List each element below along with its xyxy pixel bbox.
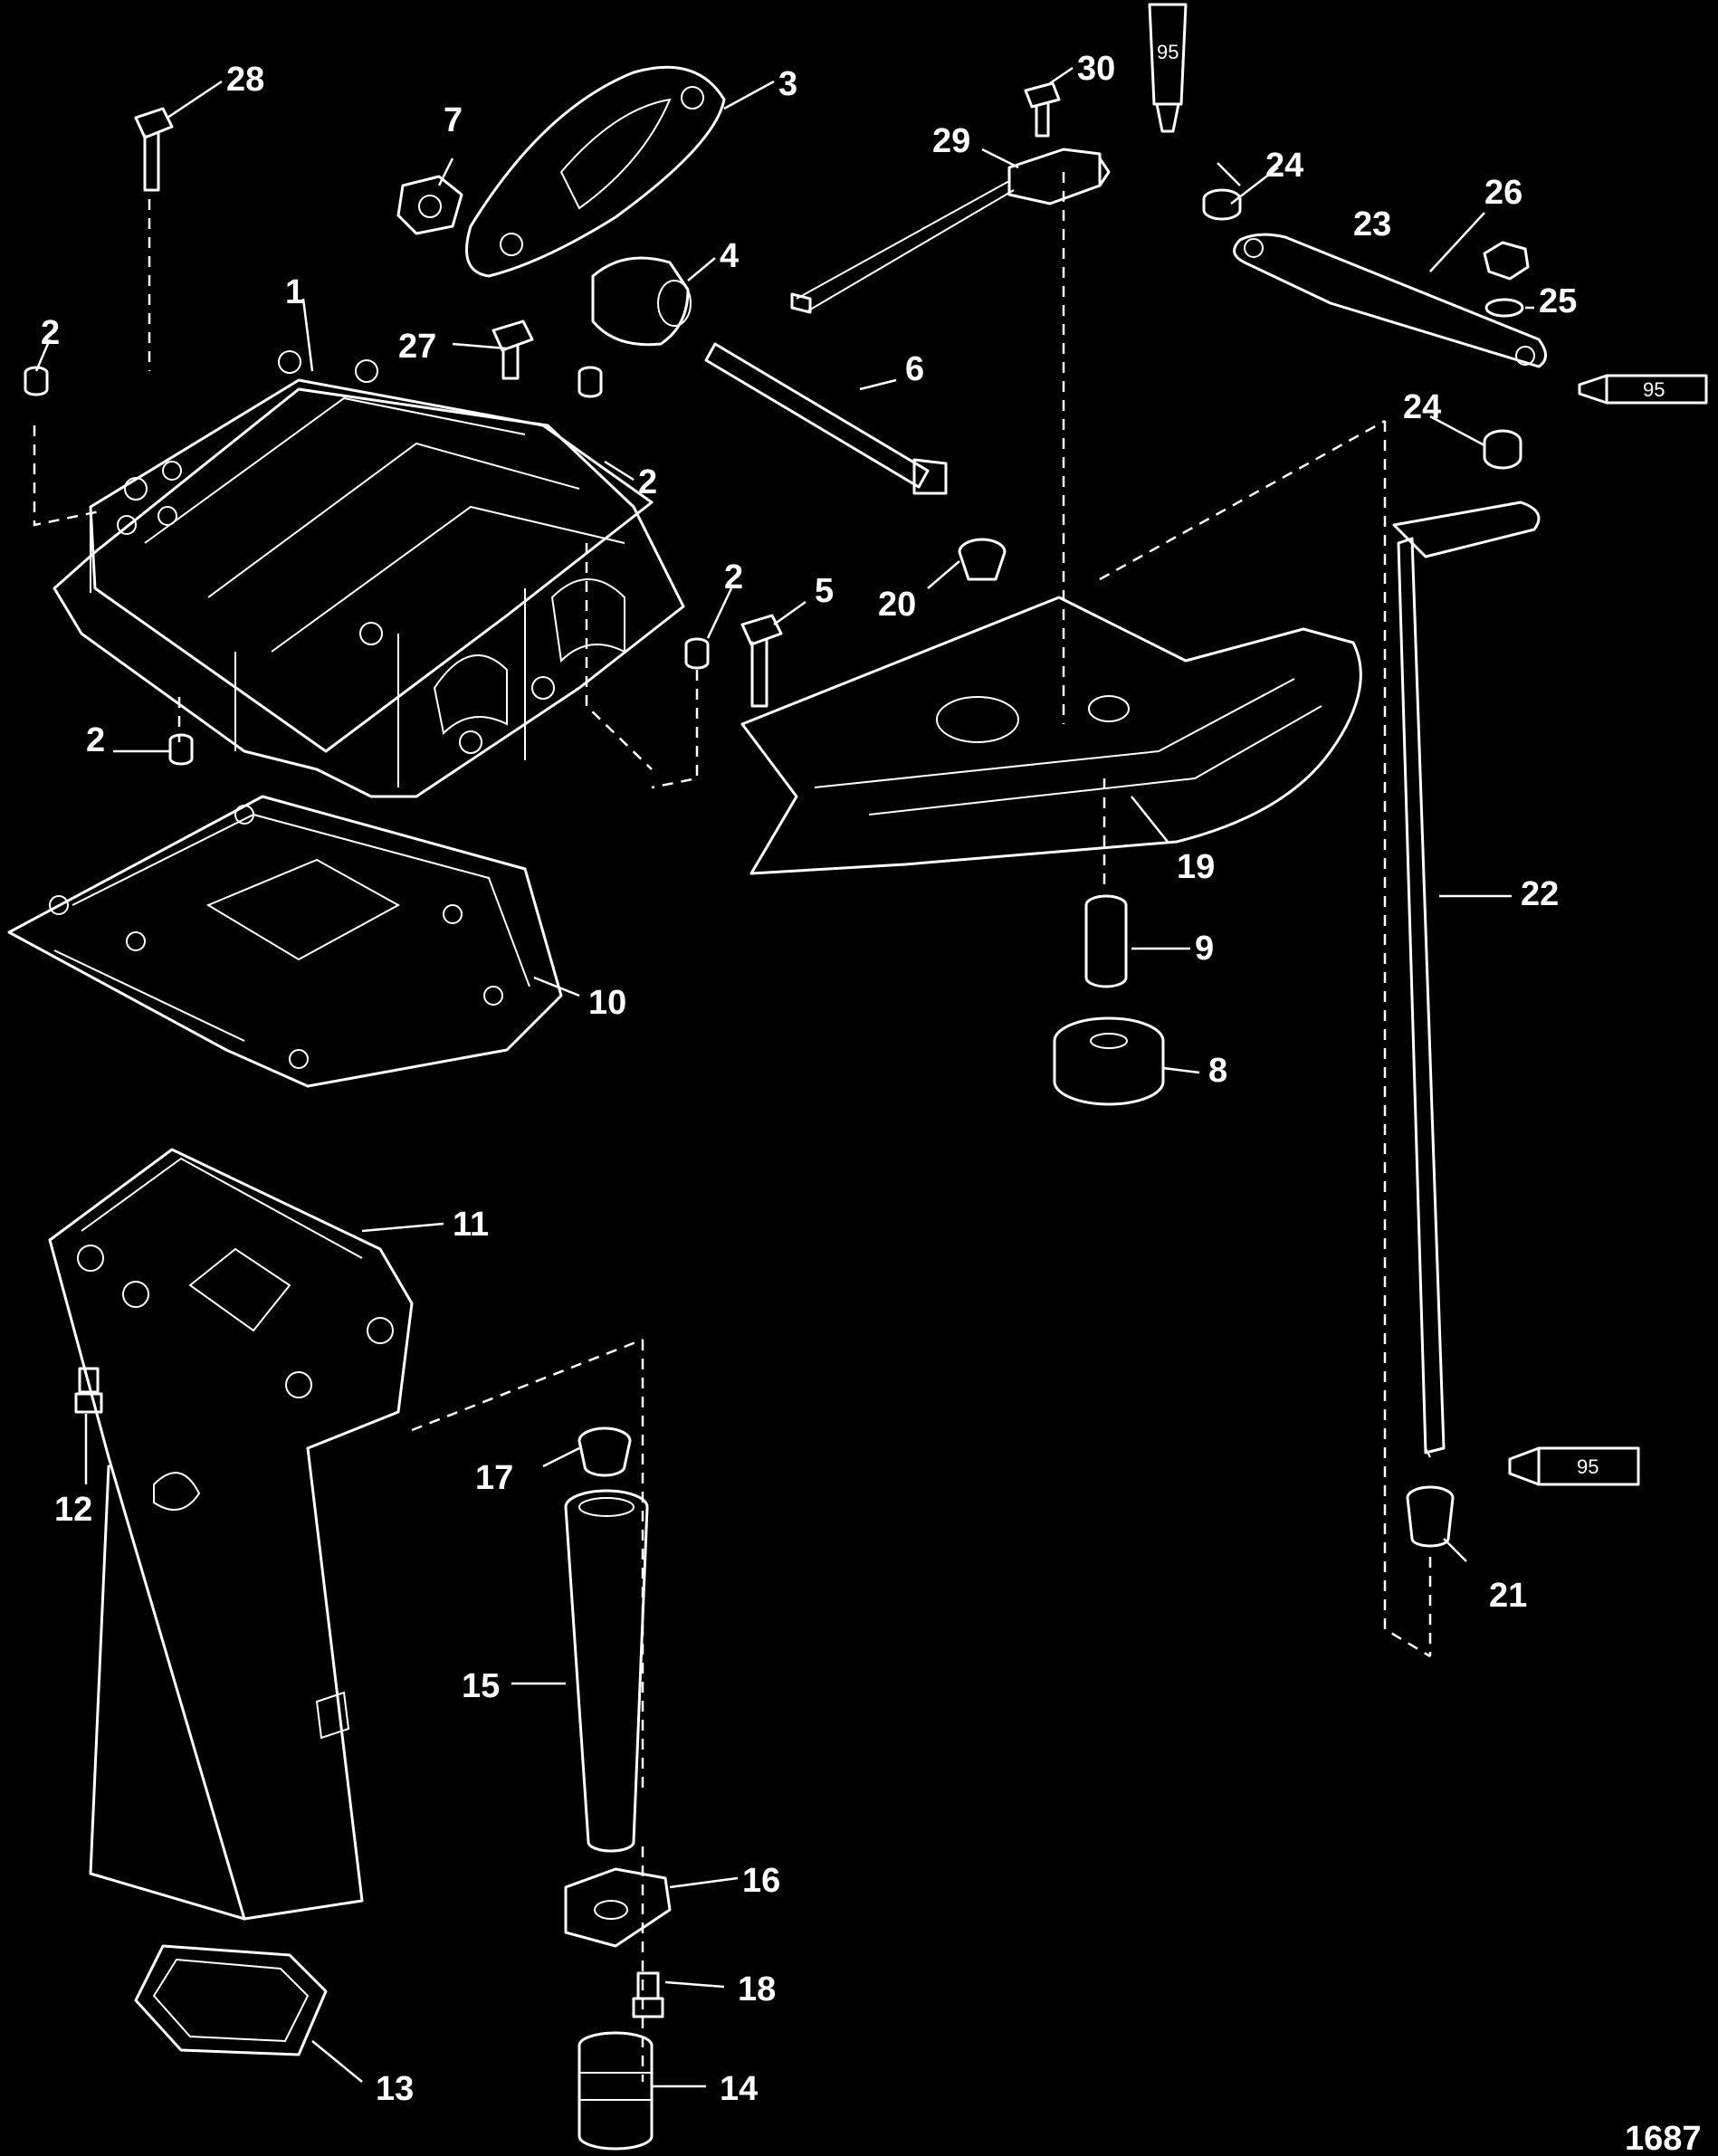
callout-29: 29 [932, 122, 970, 160]
callout-14: 14 [720, 2070, 758, 2108]
sealant-tube-top: 95 [1148, 3, 1188, 133]
nut-part [396, 175, 463, 235]
driveshaft-housing-part [48, 1148, 414, 1921]
callout-21: 21 [1489, 1577, 1527, 1615]
callout-23: 23 [1353, 205, 1391, 243]
gasket-part [7, 795, 563, 1088]
callout-30: 30 [1077, 50, 1115, 88]
callout-3: 3 [778, 65, 797, 103]
callout-7: 7 [444, 101, 463, 139]
switch-assembly-part [790, 148, 1111, 314]
callout-2-left: 2 [41, 314, 60, 352]
callout-13: 13 [376, 2070, 414, 2108]
callout-16: 16 [742, 1862, 780, 1900]
assembly-guide-lines [33, 172, 1432, 2082]
bracket-plate-part [465, 65, 726, 278]
callout-2-mid: 2 [638, 463, 657, 501]
callout-28: 28 [226, 61, 264, 99]
callout-27: 27 [398, 328, 436, 366]
callout-11: 11 [453, 1206, 489, 1244]
callout-17: 17 [475, 1459, 513, 1497]
callout-4: 4 [720, 237, 739, 275]
lower-seal-part [577, 2031, 654, 2151]
shaft-bushing-part [1406, 1485, 1455, 1548]
callout-9: 9 [1195, 930, 1214, 968]
sealant-label-lower: 95 [1577, 1455, 1599, 1478]
callout-18: 18 [738, 1970, 776, 2008]
bushing-part [1084, 894, 1128, 988]
sealant-tube-right: 95 [1578, 374, 1708, 405]
callout-2-lower: 2 [86, 721, 105, 759]
small-nut-part [1483, 241, 1530, 281]
callout-5: 5 [815, 572, 834, 610]
figure-number: 1687 [1625, 2120, 1702, 2156]
callout-20: 20 [878, 586, 916, 624]
bolt-parts [74, 81, 1061, 2018]
callout-25: 25 [1539, 282, 1577, 320]
callout-15: 15 [462, 1667, 500, 1705]
callout-10: 10 [588, 984, 626, 1022]
callout-1: 1 [285, 273, 304, 311]
housing-seal-part [134, 1944, 328, 2056]
callout-leader-lines [34, 66, 1534, 2088]
callout-6: 6 [905, 350, 924, 388]
tube-retainer-part [564, 1867, 672, 1948]
sealant-label-right: 95 [1643, 378, 1665, 401]
lower-plate-part [740, 596, 1362, 875]
callout-2-right: 2 [724, 558, 743, 596]
adapter-plate-part [52, 350, 685, 798]
lever-arm-part [1233, 233, 1547, 368]
sealant-label-top: 95 [1157, 41, 1179, 63]
callout-24-lower: 24 [1403, 388, 1441, 426]
flat-washer-part [1484, 298, 1524, 318]
lower-mount-part [1053, 1016, 1165, 1106]
grommet-part [958, 538, 1007, 581]
water-tube-part [564, 1489, 649, 1853]
stud-part [704, 342, 948, 495]
callout-24-upper: 24 [1265, 147, 1303, 185]
callout-labels: 28 7 3 30 29 24 26 23 25 1 4 2 27 6 24 2… [41, 50, 1577, 2108]
callout-19: 19 [1177, 848, 1215, 886]
washer-parts [1202, 188, 1522, 470]
callout-26: 26 [1484, 174, 1522, 212]
rubber-mount-part [591, 256, 692, 347]
shift-shaft-part [1392, 501, 1541, 1458]
callout-22: 22 [1521, 875, 1559, 913]
dowel-pin-parts [24, 366, 710, 766]
callout-8: 8 [1208, 1052, 1227, 1090]
tube-grommet-part [577, 1426, 632, 1477]
callout-12: 12 [54, 1491, 92, 1529]
sealant-tube-lower: 95 [1508, 1446, 1640, 1486]
